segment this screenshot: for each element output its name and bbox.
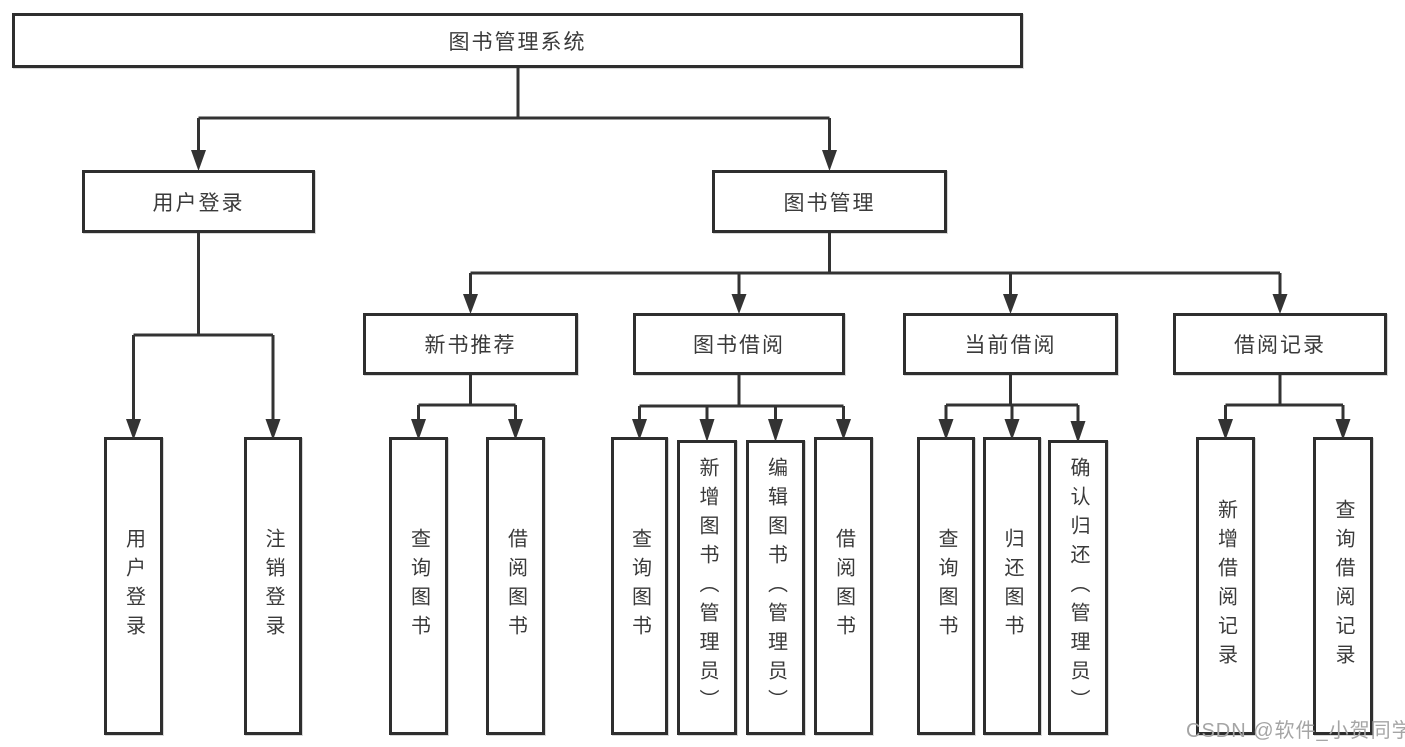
leaf-query-borrow-record: 查询借阅记录 xyxy=(1313,437,1373,735)
leaf-label: 新增借阅记录 xyxy=(1214,499,1237,673)
csdn-watermark: CSDN @软件_小贺同学 xyxy=(1186,720,1405,742)
node-label: 当前借阅 xyxy=(964,334,1057,357)
leaf-label: 注销登录 xyxy=(262,528,284,644)
node-book-borrowing: 图书借阅 xyxy=(633,313,845,375)
node-borrowing-records: 借阅记录 xyxy=(1173,313,1387,375)
node-new-book-recommend: 新书推荐 xyxy=(363,313,578,375)
leaf-query-books-recommend: 查询图书 xyxy=(389,437,448,735)
leaf-query-books-borrow: 查询图书 xyxy=(611,437,668,735)
leaf-label: 查询图书 xyxy=(407,528,430,644)
node-label: 借阅记录 xyxy=(1234,334,1326,357)
node-book-management: 图书管理 xyxy=(712,170,947,233)
leaf-query-books-current: 查询图书 xyxy=(917,437,975,735)
node-user-login: 用户登录 xyxy=(82,170,315,233)
leaf-label: 编辑图书（管理员） xyxy=(764,457,787,718)
node-label: 用户登录 xyxy=(152,191,245,215)
leaf-label: 借阅图书 xyxy=(832,528,855,644)
leaf-label: 查询图书 xyxy=(935,528,957,644)
node-label: 图书管理系统 xyxy=(448,30,587,54)
node-label: 图书借阅 xyxy=(693,334,785,357)
leaf-user-login: 用户登录 xyxy=(104,437,163,735)
leaf-label: 归还图书 xyxy=(1001,528,1023,644)
leaf-label: 新增图书（管理员） xyxy=(696,457,718,718)
leaf-edit-books-admin: 编辑图书（管理员） xyxy=(746,440,805,735)
leaf-add-borrow-record: 新增借阅记录 xyxy=(1196,437,1255,735)
node-current-borrowing: 当前借阅 xyxy=(903,313,1118,375)
leaf-return-books: 归还图书 xyxy=(983,437,1041,735)
leaf-label: 确认归还（管理员） xyxy=(1067,457,1089,718)
leaf-confirm-return-admin: 确认归还（管理员） xyxy=(1048,440,1108,735)
leaf-label: 借阅图书 xyxy=(504,528,527,644)
leaf-borrow-books: 借阅图书 xyxy=(814,437,873,735)
node-library-management-system: 图书管理系统 xyxy=(12,13,1023,68)
leaf-add-books-admin: 新增图书（管理员） xyxy=(677,440,737,735)
node-label: 图书管理 xyxy=(783,191,876,215)
leaf-logout: 注销登录 xyxy=(244,437,302,735)
leaf-label: 用户登录 xyxy=(122,528,145,644)
leaf-label: 查询借阅记录 xyxy=(1332,499,1354,673)
leaf-label: 查询图书 xyxy=(628,528,651,644)
leaf-borrow-books-recommend: 借阅图书 xyxy=(486,437,545,735)
node-label: 新书推荐 xyxy=(424,334,517,357)
